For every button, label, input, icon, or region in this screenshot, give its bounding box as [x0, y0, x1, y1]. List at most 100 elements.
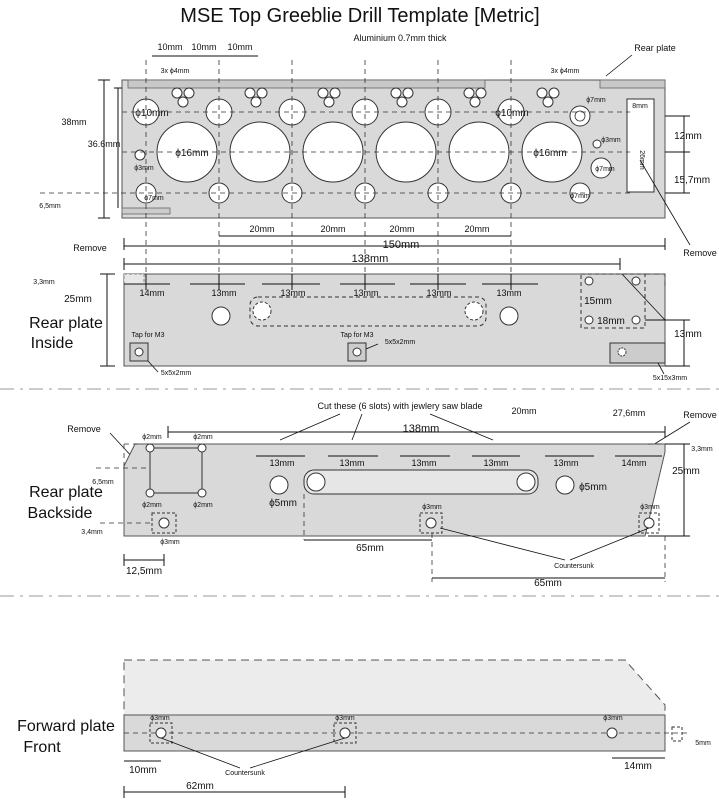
page-title: MSE Top Greeblie Drill Template [Metric] — [180, 5, 539, 27]
top-centerlines — [40, 60, 630, 292]
back-h25: 25mm — [672, 466, 700, 477]
back-remove-right: Remove — [683, 410, 717, 420]
back-phi3-3: ϕ3mm — [640, 504, 660, 511]
back-dim-extenders — [303, 494, 666, 582]
front-cs-box-2 — [333, 722, 357, 744]
inside-block-hole-1 — [584, 276, 594, 286]
dim-138-inside — [123, 258, 621, 270]
inside-block-hole-4 — [631, 315, 641, 325]
back-left-block — [149, 447, 203, 494]
front-countersunk-label: Countersunk — [225, 770, 265, 777]
back-seg-2: 13mm — [339, 458, 364, 468]
back-phi3-1: ϕ3mm — [160, 539, 180, 546]
three-x-4-label-left: 3x ϕ4mm — [161, 68, 190, 75]
slots-note-leaders — [279, 413, 494, 441]
tap-label-1: Tap for M3 — [131, 332, 164, 339]
back-hole-5-right — [555, 475, 575, 495]
front-label-2: Front — [23, 739, 61, 756]
back-seg-5: 13mm — [553, 458, 578, 468]
inside-label-2: Inside — [31, 335, 74, 352]
back-h3-4: 3,4mm — [81, 529, 103, 536]
top-plate-section: Aluminium 0.7mm thick 10mm 10mm 10mm Rea… — [39, 33, 717, 292]
back-slot-end-left — [306, 472, 326, 492]
d7-label-bottom-right: ϕ7mm — [570, 193, 590, 200]
front-w62: 62mm — [186, 781, 214, 792]
back-phi5-left: ϕ5mm — [269, 498, 297, 509]
nut-label-1: 5x5x2mm — [161, 370, 192, 377]
cluster-mount-2 — [244, 87, 268, 108]
d18-label: 18mm — [597, 316, 625, 327]
tap-hole-1 — [134, 347, 144, 357]
back-phi2-label-3: ϕ2mm — [142, 502, 162, 509]
cluster-mount-1 — [171, 87, 195, 108]
back-phi2-1 — [145, 443, 155, 453]
slot-length-label: 26mm — [638, 150, 645, 170]
remove-right-label: Remove — [683, 248, 717, 258]
cluster-mount-4 — [390, 87, 414, 108]
nut-leader-1 — [147, 360, 159, 373]
inside-dim-13 — [645, 319, 690, 367]
back-seg-3: 13mm — [411, 458, 436, 468]
slot-width-label: 8mm — [632, 103, 648, 110]
rear-plate-inside-section: Rear plate Inside 138mm 14mm 13mm 13mm 1… — [29, 253, 702, 382]
w150-label: 150mm — [383, 239, 420, 251]
front-label-1: Forward plate — [17, 718, 115, 735]
top-dim-10-c: 10mm — [227, 42, 252, 52]
cluster-mount-3 — [317, 87, 341, 108]
sp20-2: 20mm — [320, 224, 345, 234]
cluster-mount-5 — [463, 87, 487, 108]
back-countersunk-label: Countersunk — [554, 563, 594, 570]
nut-label-2: 5x5x2mm — [385, 339, 416, 346]
dim-38 — [98, 79, 110, 219]
rear-plate-strip — [127, 79, 486, 89]
inside-seg-3: 13mm — [280, 288, 305, 298]
back-dim-138 — [167, 426, 666, 438]
rear-plate-leader — [605, 54, 633, 77]
inside-seg-4: 13mm — [353, 288, 378, 298]
tap-label-2: Tap for M3 — [340, 332, 373, 339]
front-phi3-2: ϕ3mm — [335, 715, 355, 722]
hole-7mm-mid-right — [590, 157, 612, 179]
front-w10: 10mm — [129, 765, 157, 776]
back-h3-3: 3,3mm — [691, 446, 713, 453]
back-w65-b: 65mm — [534, 578, 562, 589]
inside-r13: 13mm — [674, 329, 702, 340]
inside-label-1: Rear plate — [29, 315, 103, 332]
back-cs-box-3 — [638, 512, 660, 534]
rear-plate-strip-right — [599, 79, 666, 89]
front-hole-3 — [606, 727, 618, 739]
back-remove-outline-left — [123, 443, 140, 466]
top-dim-10-a: 10mm — [157, 42, 182, 52]
front-cs-box-1 — [149, 722, 173, 744]
nut-leader-2 — [365, 343, 379, 350]
back-dim-25 — [648, 443, 690, 537]
dim-right-stack — [665, 115, 690, 194]
front-cs-hole-2 — [339, 727, 351, 739]
inside-seg-2: 13mm — [211, 288, 236, 298]
back-hole-5-left — [269, 475, 289, 495]
front-dim-62 — [123, 786, 346, 798]
back-phi3-2: ϕ3mm — [422, 504, 442, 511]
hole-3mm-left — [134, 149, 146, 161]
back-seg-1: 13mm — [269, 458, 294, 468]
hole-7mm-right-inner — [574, 110, 586, 122]
forward-plate-upper — [123, 659, 666, 716]
sp20-3: 20mm — [389, 224, 414, 234]
cluster-mount-6 — [536, 87, 560, 108]
hole-7mm-right — [569, 105, 591, 127]
back-phi2-label-1: ϕ2mm — [142, 434, 162, 441]
back-w12-5: 12,5mm — [126, 566, 162, 577]
inside-slot — [249, 296, 487, 327]
inside-h3-3: 3,3mm — [33, 279, 55, 286]
material-note: Aluminium 0.7mm thick — [353, 33, 447, 43]
front-w14: 14mm — [624, 761, 652, 772]
front-5mm-box — [671, 726, 683, 742]
d7-label-right: ϕ7mm — [586, 97, 606, 104]
back-d20: 20mm — [511, 406, 536, 416]
front-countersunk-leaders — [160, 737, 346, 769]
d7-label-left: ϕ7mm — [144, 195, 164, 202]
d7-label-mid-right: ϕ7mm — [595, 166, 615, 173]
back-slot — [303, 469, 539, 495]
back-cs-box-1 — [151, 512, 177, 534]
